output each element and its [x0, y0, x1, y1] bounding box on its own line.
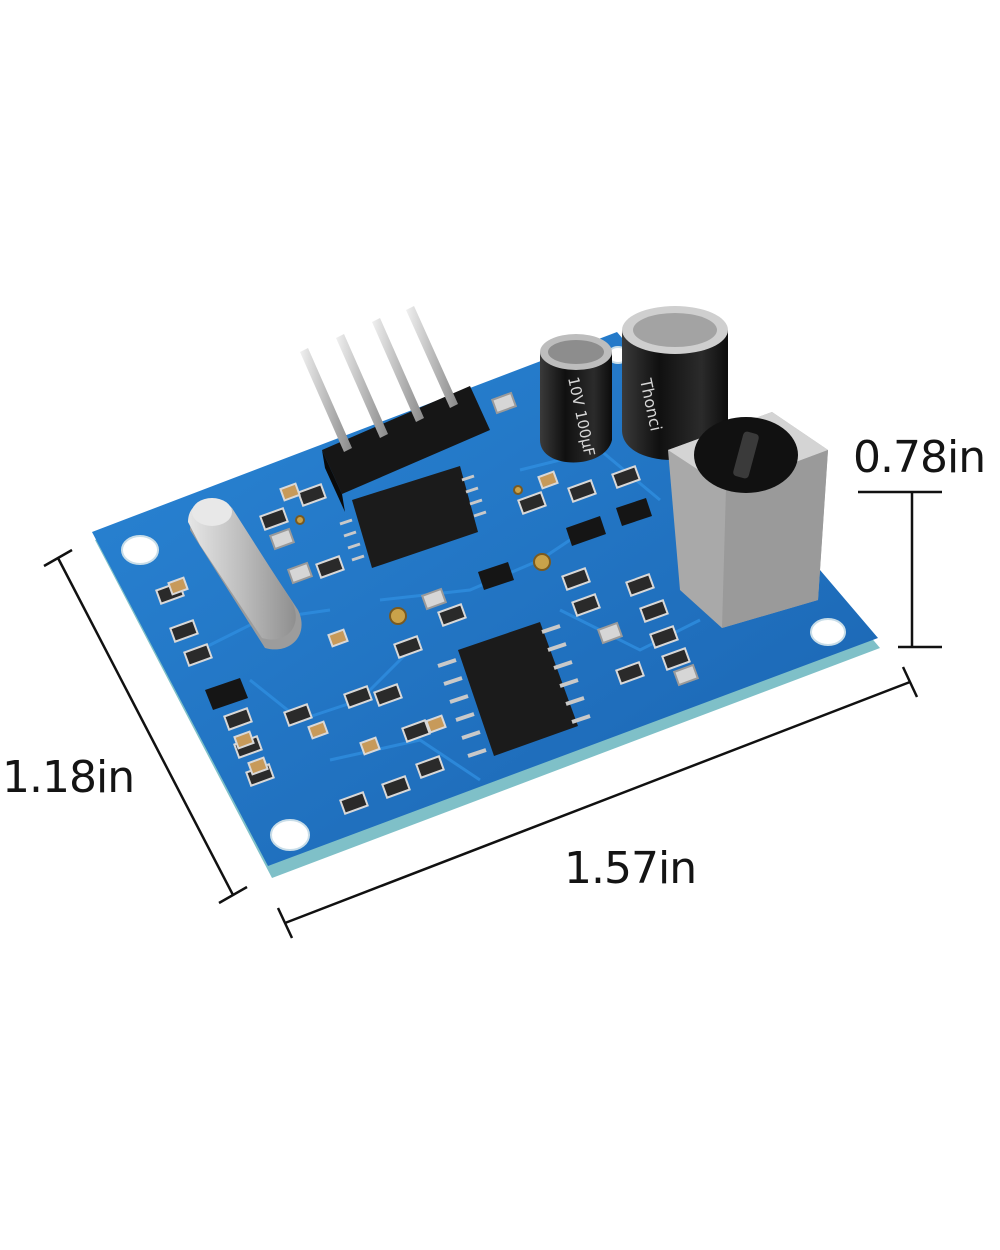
height-dimension-label: 0.78in — [853, 432, 986, 483]
smd-resistor — [625, 573, 655, 597]
smd-diode — [490, 391, 518, 415]
capacitor-right: Thonci — [622, 306, 728, 460]
smd-resistor — [639, 599, 669, 623]
smd-diode — [420, 587, 448, 611]
smd-diode — [286, 561, 314, 585]
test-pad — [295, 515, 305, 525]
smd-resistor — [183, 643, 213, 667]
smd-resistor — [415, 755, 445, 779]
smd-capacitor — [425, 714, 447, 734]
smd-resistor — [223, 707, 253, 731]
smd-resistor — [517, 491, 547, 515]
smd-diode — [268, 527, 296, 551]
smd-diode — [672, 663, 700, 687]
smd-resistor — [649, 625, 679, 649]
header-pin — [336, 334, 388, 438]
test-pad — [513, 485, 523, 495]
smd-resistor — [373, 683, 403, 707]
crystal-oscillator — [188, 498, 302, 650]
header-pins — [300, 306, 458, 452]
smd-capacitor — [167, 576, 189, 596]
header-pin — [372, 318, 424, 422]
smd-resistor — [169, 619, 199, 643]
test-pad — [389, 607, 407, 625]
ic-upper — [339, 466, 487, 568]
length-dimension — [276, 666, 919, 939]
smd-resistor — [611, 465, 641, 489]
smd-resistor — [661, 647, 691, 671]
transistor — [616, 498, 652, 526]
smd-capacitor — [233, 730, 255, 750]
mounting-hole — [270, 819, 310, 851]
smd-components — [155, 391, 700, 815]
height-dimension — [858, 490, 942, 649]
test-pad — [533, 553, 551, 571]
smd-capacitor — [327, 628, 349, 648]
transistors — [205, 498, 652, 710]
smd-resistor — [259, 507, 289, 531]
smd-capacitor — [279, 482, 301, 502]
transistor — [205, 678, 248, 710]
ic-lower — [437, 622, 591, 758]
mounting-hole — [810, 618, 846, 646]
pin-header — [300, 306, 490, 512]
header-pin — [406, 306, 458, 408]
smd-resistor — [283, 703, 313, 727]
smd-resistor — [315, 555, 345, 579]
smd-resistor — [343, 685, 373, 709]
width-dimension — [43, 548, 248, 905]
smd-capacitor — [359, 736, 381, 756]
header-pin — [300, 348, 352, 452]
smd-resistor — [393, 635, 423, 659]
smd-resistor — [381, 775, 411, 799]
smd-resistor — [437, 603, 467, 627]
smd-capacitor — [247, 756, 269, 776]
transistor — [566, 516, 606, 546]
smd-capacitor — [537, 470, 559, 490]
smd-resistor — [297, 483, 327, 507]
smd-capacitor — [307, 720, 329, 740]
mounting-holes — [121, 346, 846, 851]
length-dimension-label: 1.57in — [564, 843, 697, 894]
smd-resistor — [561, 567, 591, 591]
smd-resistor — [567, 479, 597, 503]
potentiometer — [668, 412, 828, 628]
mounting-hole — [121, 535, 159, 565]
smd-resistor — [401, 719, 431, 743]
smd-resistor — [339, 791, 369, 815]
dimension-lines — [43, 490, 942, 939]
capacitor-left: 10V 100µF — [540, 334, 612, 463]
smd-diode — [596, 621, 624, 645]
width-dimension-label: 1.18in — [2, 752, 135, 803]
smd-resistor — [615, 661, 645, 685]
smd-resistor — [571, 593, 601, 617]
transistor — [478, 562, 514, 590]
